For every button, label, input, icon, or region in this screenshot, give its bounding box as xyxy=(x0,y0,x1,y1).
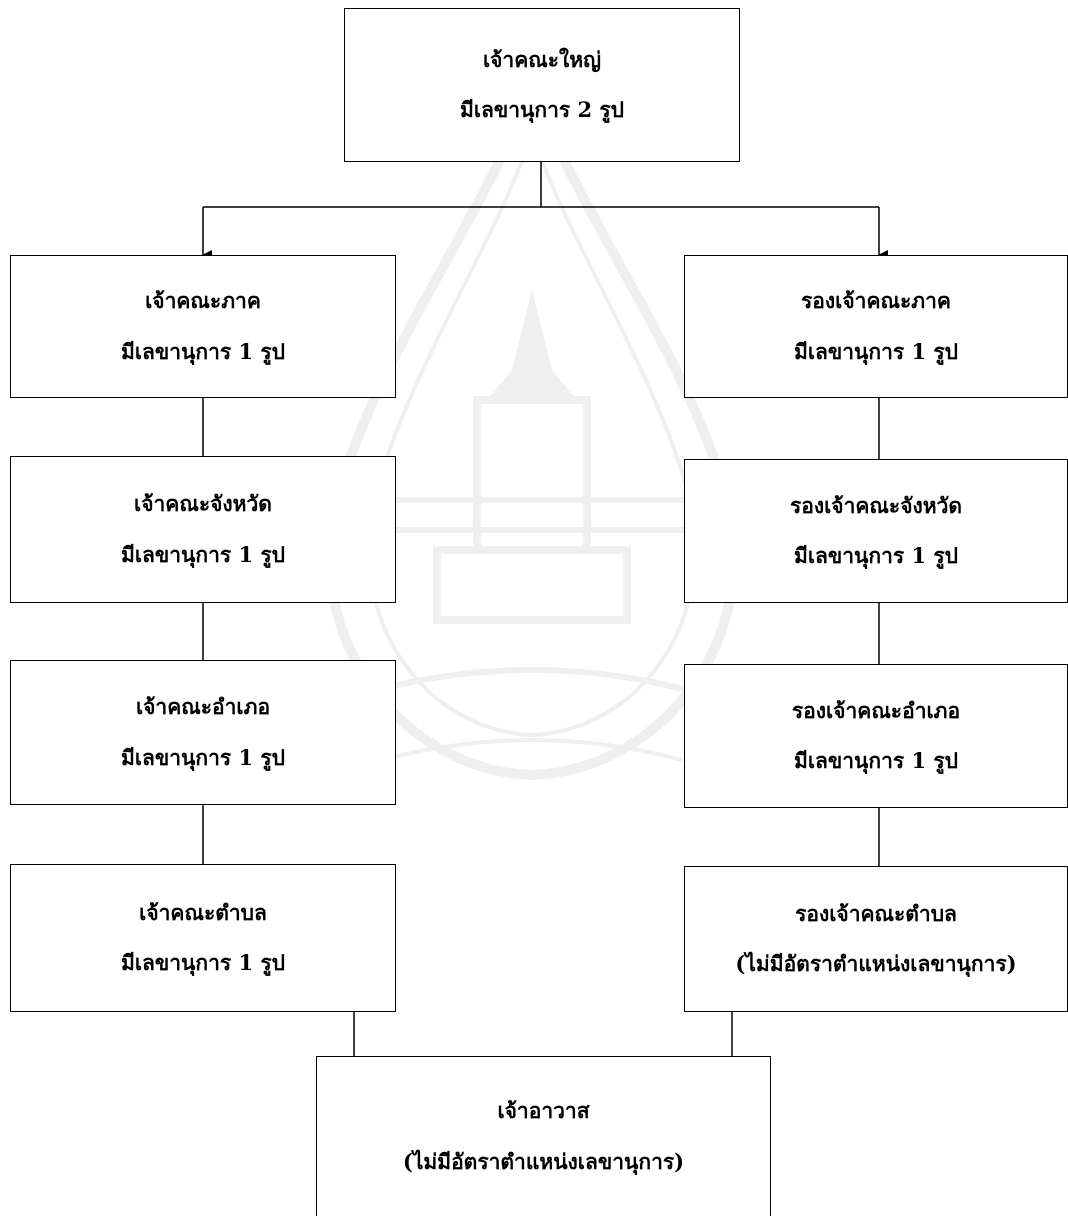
box-abbot: เจ้าอาวาส (ไม่มีอัตราตำแหน่งเลขานุการ) xyxy=(316,1056,771,1216)
university-seal-watermark xyxy=(324,62,740,781)
box-note: (ไม่มีอัตราตำแหน่งเลขานุการ) xyxy=(735,951,1017,976)
box-title: เจ้าคณะจังหวัด xyxy=(134,491,272,517)
box-note: มีเลขานุการ 1 รูป xyxy=(120,338,286,364)
box-regional-head: เจ้าคณะภาค มีเลขานุการ 1 รูป xyxy=(10,255,396,398)
box-district-head: เจ้าคณะอำเภอ มีเลขานุการ 1 รูป xyxy=(10,660,396,805)
box-title: รองเจ้าคณะอำเภอ xyxy=(791,697,961,723)
box-title: รองเจ้าคณะจังหวัด xyxy=(789,492,963,518)
box-title: เจ้าอาวาส xyxy=(497,1098,590,1124)
box-note: มีเลขานุการ 1 รูป xyxy=(793,543,959,568)
box-title: เจ้าคณะใหญ่ xyxy=(482,46,602,72)
box-title: รองเจ้าคณะตำบล xyxy=(795,900,957,926)
box-title: รองเจ้าคณะภาค xyxy=(801,288,951,314)
box-provincial-head: เจ้าคณะจังหวัด มีเลขานุการ 1 รูป xyxy=(10,456,396,603)
box-note: มีเลขานุการ 1 รูป xyxy=(793,338,959,364)
box-title: เจ้าคณะอำเภอ xyxy=(135,694,271,720)
box-deputy-provincial-head: รองเจ้าคณะจังหวัด มีเลขานุการ 1 รูป xyxy=(684,459,1068,603)
box-deputy-subdistrict-head: รองเจ้าคณะตำบล (ไม่มีอัตราตำแหน่งเลขานุก… xyxy=(684,866,1068,1012)
box-note: มีเลขานุการ 1 รูป xyxy=(120,950,286,975)
box-deputy-regional-head: รองเจ้าคณะภาค มีเลขานุการ 1 รูป xyxy=(684,255,1068,398)
box-note: (ไม่มีอัตราตำแหน่งเลขานุการ) xyxy=(402,1148,685,1174)
box-note: มีเลขานุการ 2 รูป xyxy=(459,97,625,122)
box-title: เจ้าคณะตำบล xyxy=(139,899,267,925)
box-note: มีเลขานุการ 1 รูป xyxy=(120,541,286,567)
box-note: มีเลขานุการ 1 รูป xyxy=(793,748,959,773)
box-subdistrict-head: เจ้าคณะตำบล มีเลขานุการ 1 รูป xyxy=(10,864,396,1012)
box-deputy-district-head: รองเจ้าคณะอำเภอ มีเลขานุการ 1 รูป xyxy=(684,664,1068,808)
box-title: เจ้าคณะภาค xyxy=(145,288,261,314)
box-chief-of-order: เจ้าคณะใหญ่ มีเลขานุการ 2 รูป xyxy=(344,8,740,162)
box-note: มีเลขานุการ 1 รูป xyxy=(120,744,286,770)
